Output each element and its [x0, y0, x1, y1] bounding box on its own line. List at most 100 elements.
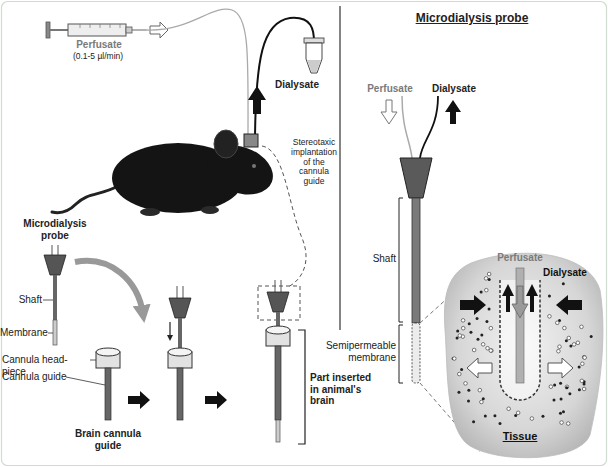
molecule-dot	[562, 282, 565, 285]
syringe-hub	[126, 27, 132, 33]
flow-label: Dialysate	[543, 267, 601, 279]
probe-membrane	[53, 320, 57, 345]
molecule-dot	[560, 421, 564, 425]
part-name: Microdialysis probe	[12, 218, 98, 241]
molecule-dot	[548, 315, 552, 319]
molecule-dot	[490, 349, 494, 353]
part-name: Brain cannula guide	[70, 428, 146, 451]
step-arrow	[205, 391, 227, 409]
semipermeable-membrane	[412, 323, 420, 383]
mouse	[52, 130, 280, 216]
step-note: Stereotaxic implantation of the cannula …	[289, 138, 339, 187]
collection-vial	[304, 38, 324, 73]
molecule-dot	[507, 407, 511, 411]
cannula-guide-tube	[105, 368, 111, 420]
molecule-dot	[487, 272, 491, 276]
dialysate-flow-arrow	[445, 100, 461, 124]
molecule-dot	[486, 346, 490, 350]
mouse-foot	[140, 208, 160, 216]
molecule-dot	[582, 387, 586, 391]
molecule-dot	[480, 291, 483, 294]
perfusate-flow-arrow	[512, 286, 528, 318]
insertion-arrow	[75, 261, 143, 314]
molecule-dot	[580, 379, 584, 383]
inner-cannula	[516, 268, 524, 383]
probe-shaft	[53, 275, 57, 320]
flow-rate: (0.1-5 µl/min)	[62, 52, 134, 62]
molecule-dot	[553, 384, 556, 387]
cannula-head-top	[266, 326, 290, 334]
molecule-dot	[562, 410, 565, 413]
perfusate-flow-arrow	[381, 100, 397, 124]
flow-label: Dialysate	[266, 79, 328, 91]
molecule-dot	[560, 398, 563, 401]
molecule-dot	[480, 400, 484, 404]
molecule-dot	[563, 326, 567, 330]
molecule-dot	[460, 368, 463, 371]
influx-arrow	[556, 295, 582, 315]
molecule-dot	[583, 382, 586, 385]
molecule-dot	[549, 385, 553, 389]
molecule-dot	[461, 319, 465, 323]
tissue-region: PerfusateDialysateTissue	[440, 250, 605, 462]
molecule-dot	[484, 277, 488, 281]
molecule-dot	[472, 348, 476, 352]
molecule-dot	[484, 414, 487, 417]
molecule-dot	[566, 422, 570, 426]
molecule-dot	[565, 339, 568, 342]
probe-cone	[44, 255, 66, 275]
probe-insertion	[168, 286, 192, 420]
molecule-dot	[582, 355, 586, 359]
perfusate-tube	[146, 9, 248, 136]
tissue-outline	[444, 253, 603, 457]
leader-line	[43, 300, 53, 301]
molecule-dot	[559, 382, 562, 385]
molecule-dot	[514, 414, 517, 417]
molecule-dot	[583, 356, 587, 360]
syringe-barrel	[68, 24, 126, 36]
molecule-dot	[578, 365, 581, 368]
molecule-dot	[488, 278, 491, 281]
dialysate-tube	[420, 96, 438, 158]
plunger-thumb	[46, 22, 50, 38]
molecule-dot	[478, 388, 482, 392]
molecule-dot	[469, 331, 472, 334]
probe-tubing	[52, 245, 58, 255]
molecule-dot	[485, 288, 489, 292]
insertion-direction	[169, 322, 170, 338]
molecule-dot	[580, 325, 584, 329]
molecule-dot	[468, 322, 471, 325]
flow-label: Perfusate	[490, 252, 550, 264]
probe-tubing	[275, 280, 281, 292]
molecule-dot	[476, 338, 479, 341]
part-name: Membrane	[0, 327, 47, 339]
molecule-dot	[578, 388, 581, 391]
molecule-dot	[498, 422, 501, 425]
head-stage	[244, 134, 258, 147]
panel-divider	[339, 6, 340, 330]
molecule-dot	[467, 389, 470, 392]
mouse-tail	[52, 186, 118, 213]
probe-shaft	[178, 318, 182, 352]
molecule-dot	[456, 337, 459, 340]
molecule-dot	[565, 386, 568, 389]
molecule-dot	[555, 321, 559, 325]
mouse-foot	[201, 206, 219, 214]
dialysate-tube	[255, 18, 314, 136]
bracket	[399, 325, 403, 383]
leader-line	[66, 377, 105, 385]
molecule-dot	[569, 344, 572, 347]
dialysate-flow-arrow	[502, 284, 514, 312]
molecule-dot	[458, 334, 462, 338]
molecule-dot	[452, 357, 456, 361]
bracket	[399, 198, 403, 322]
molecule-dot	[516, 411, 520, 415]
probe-cone	[400, 158, 432, 198]
molecule-dot	[576, 341, 580, 345]
molecule-dot	[548, 295, 551, 298]
part-name: Cannula guide	[2, 371, 74, 383]
molecule-dot	[467, 399, 470, 402]
syringe-ticks	[80, 24, 120, 28]
molecule-dot	[456, 329, 459, 332]
molecule-dot	[541, 415, 544, 418]
